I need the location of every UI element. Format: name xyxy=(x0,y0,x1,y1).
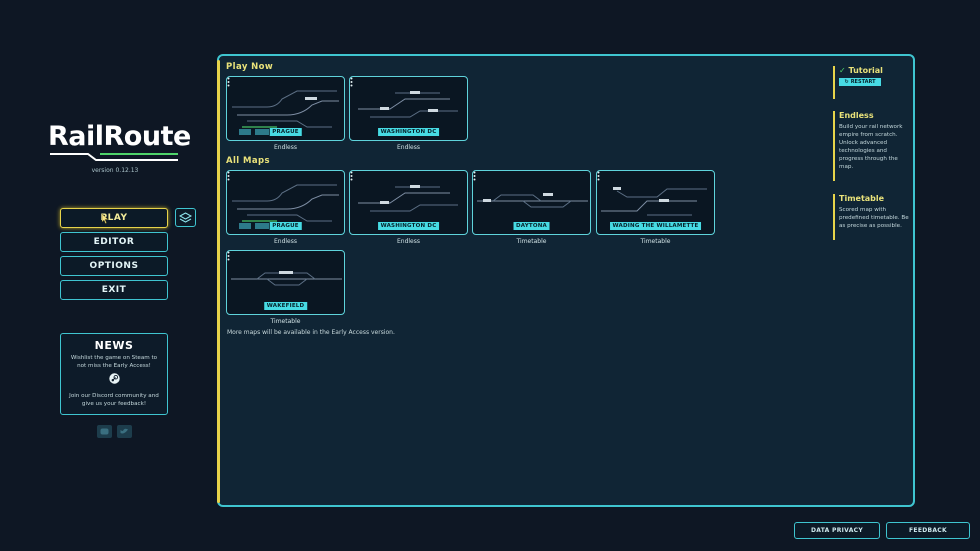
options-button[interactable]: OPTIONS xyxy=(60,256,168,276)
play-button-label: PLAY xyxy=(100,213,128,223)
map-mode-label: Timetable xyxy=(640,238,671,245)
play-button[interactable]: PLAY xyxy=(60,208,168,228)
map-name-label: WADING THE WILLAMETTE xyxy=(609,222,702,230)
more-options-icon[interactable] xyxy=(227,251,230,261)
more-maps-note: More maps will be available in the Early… xyxy=(227,329,395,336)
more-options-icon[interactable] xyxy=(597,171,600,181)
layers-toggle-button[interactable] xyxy=(175,208,196,227)
track-preview xyxy=(477,193,588,208)
map-card-wading-the-willamette[interactable]: WADING THE WILLAMETTE Timetable xyxy=(596,170,715,245)
more-options-icon[interactable] xyxy=(473,171,476,181)
layers-icon xyxy=(179,212,192,223)
map-name-label: PRAGUE xyxy=(269,222,302,230)
timetable-title: Timetable xyxy=(839,194,885,203)
twitter-icon[interactable] xyxy=(117,425,132,438)
map-name-label: WASHINGTON DC xyxy=(377,222,440,230)
track-preview xyxy=(358,91,458,118)
map-card-prague[interactable]: PRAGUE Endless xyxy=(226,170,345,245)
tutorial-title: ✓ Tutorial xyxy=(833,66,909,75)
check-icon: ✓ xyxy=(839,66,846,75)
editor-button-label: EDITOR xyxy=(93,237,135,247)
tutorial-info: ✓ Tutorial ↻ RESTART xyxy=(833,66,909,99)
endless-info: Endless Build your rail network empire f… xyxy=(833,111,909,181)
track-preview xyxy=(358,185,458,212)
map-name-label: PRAGUE xyxy=(269,128,302,136)
map-card-washington-dc[interactable]: WASHINGTON DC Endless xyxy=(349,170,468,245)
endless-accent-bar xyxy=(833,111,835,181)
feedback-button[interactable]: FEEDBACK xyxy=(886,522,970,539)
track-preview xyxy=(601,187,707,216)
map-name-label: WASHINGTON DC xyxy=(377,128,440,136)
endless-title: Endless xyxy=(839,111,874,120)
logo-text: RailRoute xyxy=(48,121,191,152)
map-name-label: DAYTONA xyxy=(513,222,550,230)
track-preview xyxy=(231,271,342,286)
timetable-accent-bar xyxy=(833,194,835,240)
data-privacy-label: DATA PRIVACY xyxy=(811,527,863,534)
map-mode-label: Endless xyxy=(396,144,420,151)
feedback-label: FEEDBACK xyxy=(909,527,947,534)
restart-button-label: RESTART xyxy=(850,79,876,85)
options-button-label: OPTIONS xyxy=(89,261,139,271)
mouse-cursor-icon xyxy=(102,214,108,224)
map-thumbnail[interactable]: PRAGUE xyxy=(226,170,345,235)
news-discord-text[interactable]: Join our Discord community and give us y… xyxy=(69,393,159,407)
panel-accent-bar xyxy=(217,60,220,503)
editor-button[interactable]: EDITOR xyxy=(60,232,168,252)
timetable-info: Timetable Scored map with predefined tim… xyxy=(833,194,909,240)
discord-icon[interactable] xyxy=(97,425,112,438)
more-options-icon[interactable] xyxy=(350,77,353,87)
map-card-washington-dc[interactable]: WASHINGTON DC Endless xyxy=(349,76,468,151)
map-thumbnail[interactable]: WADING THE WILLAMETTE xyxy=(596,170,715,235)
map-thumbnail[interactable]: WASHINGTON DC xyxy=(349,76,468,141)
map-card-daytona[interactable]: DAYTONA Timetable xyxy=(472,170,591,245)
map-thumbnail[interactable]: DAYTONA xyxy=(472,170,591,235)
map-selection-panel: Play Now PRAGUE Endless xyxy=(217,54,915,507)
tutorial-accent-bar xyxy=(833,66,835,99)
all-maps-title: All Maps xyxy=(226,156,270,166)
news-box: NEWS Wishlist the game on Steam to not m… xyxy=(60,333,168,415)
map-card-wakefield[interactable]: WAKEFIELD Timetable xyxy=(226,250,345,325)
track-preview xyxy=(232,184,339,229)
more-options-icon[interactable] xyxy=(350,171,353,181)
game-logo: RailRoute xyxy=(48,121,191,161)
tutorial-title-text: Tutorial xyxy=(848,66,883,75)
map-thumbnail[interactable]: WASHINGTON DC xyxy=(349,170,468,235)
version-label: version 0.12.13 xyxy=(91,167,139,174)
restart-icon: ↻ xyxy=(844,79,849,85)
track-preview xyxy=(232,90,339,135)
exit-button-label: EXIT xyxy=(101,285,127,295)
play-now-title: Play Now xyxy=(226,62,274,72)
steam-icon[interactable] xyxy=(108,373,120,384)
endless-description: Build your rail network empire from scra… xyxy=(839,124,903,170)
map-mode-label: Timetable xyxy=(270,318,301,325)
map-mode-label: Endless xyxy=(396,238,420,245)
data-privacy-button[interactable]: DATA PRIVACY xyxy=(794,522,880,539)
news-steam-text[interactable]: Wishlist the game on Steam to not miss t… xyxy=(70,355,158,369)
map-thumbnail[interactable]: PRAGUE xyxy=(226,76,345,141)
timetable-description: Scored map with predefined timetable. Be… xyxy=(839,207,909,229)
map-card-prague[interactable]: PRAGUE Endless xyxy=(226,76,345,151)
logo-rails-icon xyxy=(50,153,178,161)
map-name-label: WAKEFIELD xyxy=(263,302,308,310)
news-title: NEWS xyxy=(94,339,134,352)
exit-button[interactable]: EXIT xyxy=(60,280,168,300)
restart-button[interactable]: ↻ RESTART xyxy=(839,78,881,86)
more-options-icon[interactable] xyxy=(227,77,230,87)
map-thumbnail[interactable]: WAKEFIELD xyxy=(226,250,345,315)
map-mode-label: Endless xyxy=(273,238,297,245)
map-mode-label: Timetable xyxy=(516,238,547,245)
more-options-icon[interactable] xyxy=(227,171,230,181)
map-mode-label: Endless xyxy=(273,144,297,151)
